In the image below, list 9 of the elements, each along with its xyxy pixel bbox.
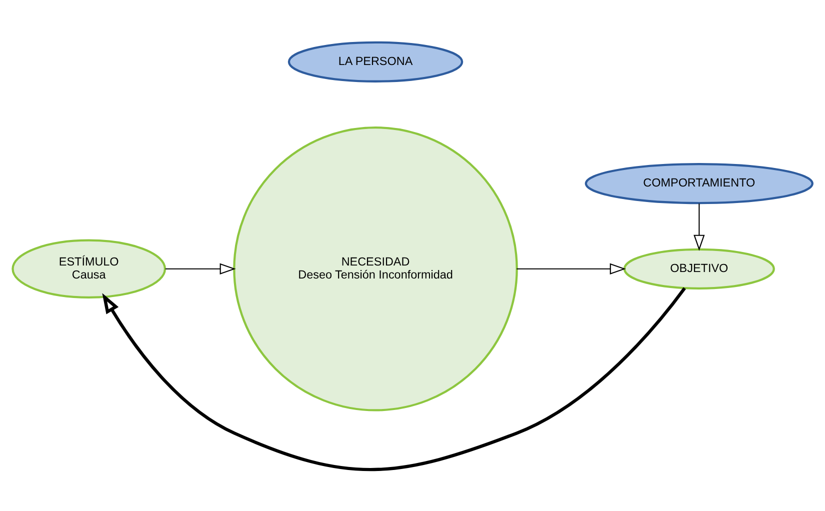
arrow [165, 262, 236, 274]
node-ellipse: OBJETIVO [623, 248, 775, 289]
node-circle: NECESIDAD Deseo Tensión Inconformidad [233, 126, 518, 411]
arrow [516, 262, 626, 274]
arrow [694, 203, 705, 250]
node-ellipse: ESTÍMULO Causa [12, 238, 166, 298]
node-ellipse: COMPORTAMIENTO [584, 162, 814, 204]
arrow [102, 286, 686, 471]
node-ellipse: LA PERSONA [288, 40, 464, 82]
